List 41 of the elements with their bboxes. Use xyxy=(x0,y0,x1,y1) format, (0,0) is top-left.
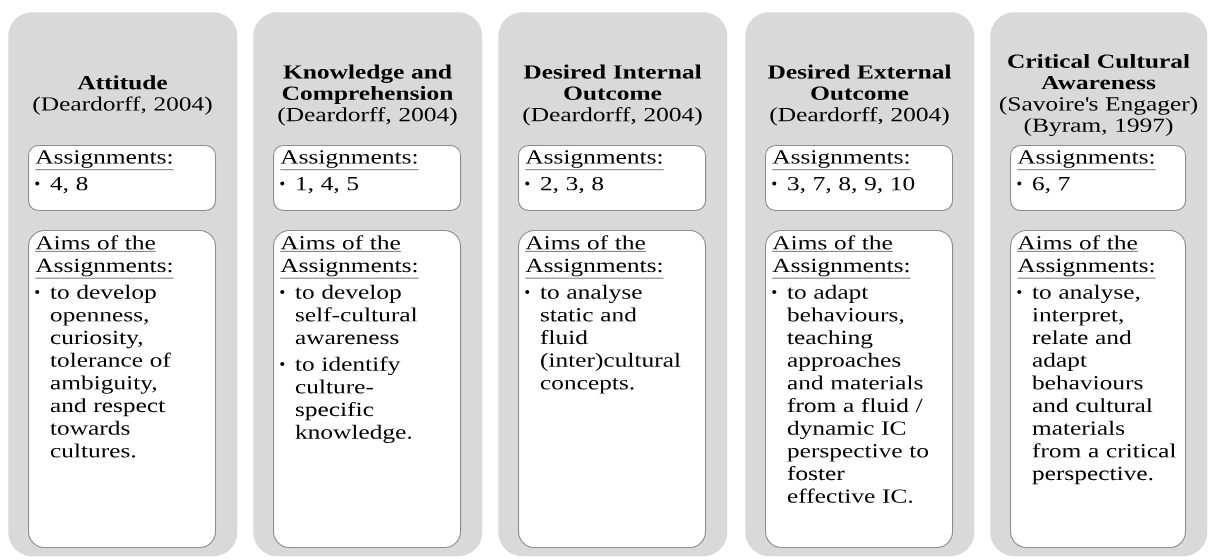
box-heading: Aims of the Assignments: xyxy=(1017,235,1156,279)
bullet-item: 3, 7, 8, 9, 10 xyxy=(772,176,915,194)
box-heading: Assignments: xyxy=(1017,150,1156,170)
bullet-item: to analyse, interpret, relate and adapt behaviours and cultural materials from a critical perspective. xyxy=(1017,284,1176,485)
column-title: Knowledge and Comprehension xyxy=(282,64,453,105)
bullet-item: to develop openness, curiosity, tolerance of ambiguity, and respect towards cultures. xyxy=(35,284,171,458)
citation: (Byram, 1997) xyxy=(1024,117,1173,137)
aims-box xyxy=(765,230,954,549)
column-title: Desired External Outcome xyxy=(767,64,952,101)
citation: (Deardorff, 2004) xyxy=(770,107,949,126)
bullet-item: to analyse static and fluid (inter)cultural concepts. xyxy=(525,284,681,394)
assignments-box xyxy=(1010,145,1187,212)
box-heading: Aims of the Assignments: xyxy=(280,235,419,279)
assignments-box xyxy=(28,145,217,212)
box-heading: Assignments: xyxy=(35,150,174,170)
assignments-box xyxy=(518,145,707,212)
bullet-item: to identify culture-specific knowledge. xyxy=(280,356,412,443)
assignments-box xyxy=(273,145,462,212)
citation: (Deardorff, 2004) xyxy=(523,107,702,126)
box-heading: Assignments: xyxy=(280,150,419,170)
citation: (Deardorff, 2004) xyxy=(33,96,212,115)
aims-box xyxy=(28,230,217,549)
box-heading: Aims of the Assignments: xyxy=(772,235,911,279)
citation: (Savoire's Engager) xyxy=(1000,96,1198,115)
box-heading: Assignments: xyxy=(772,150,911,170)
box-heading: Aims of the Assignments: xyxy=(525,235,664,279)
aims-box xyxy=(1010,230,1187,549)
box-heading: Assignments: xyxy=(525,150,664,170)
assignments-box xyxy=(765,145,954,212)
box-heading: Aims of the Assignments: xyxy=(35,235,174,279)
citation: (Deardorff, 2004) xyxy=(278,107,457,126)
bullet-item: to adapt behaviours, teaching approaches and materials from a fluid / dynamic IC perspective to foster effective IC. xyxy=(772,284,929,503)
aims-box xyxy=(518,230,707,549)
column-title: Attitude xyxy=(77,75,167,90)
bullet-item: 2, 3, 8 xyxy=(525,176,604,194)
bullet-item: 1, 4, 5 xyxy=(280,177,359,194)
column-title: Critical Cultural Awareness xyxy=(1008,53,1190,90)
aims-box xyxy=(273,230,462,549)
bullet-item: 6, 7 xyxy=(1017,176,1070,194)
bullet-item: 4, 8 xyxy=(35,176,88,194)
column-title: Desired Internal Outcome xyxy=(523,64,702,101)
